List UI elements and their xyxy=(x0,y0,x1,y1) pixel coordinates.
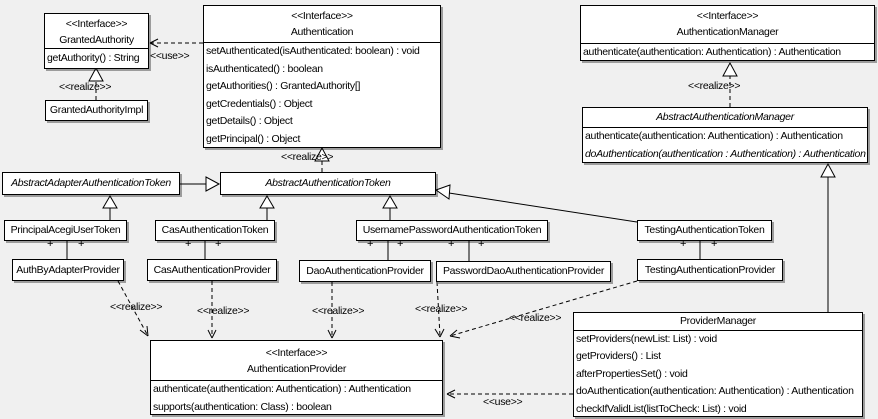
class-abstract-authentication-token: AbstractAuthenticationToken xyxy=(220,172,436,195)
class-name: AbstractAuthenticationToken xyxy=(265,177,391,189)
class-principal-acegi-user-token: PrincipalAcegiUserToken xyxy=(4,220,127,241)
method-label: supports(authentication: Class) : boolea… xyxy=(153,400,332,413)
method-label: getAuthority() : String xyxy=(47,52,140,64)
method-label: getAuthorities() : GrantedAuthority[] xyxy=(206,80,361,93)
role-plus-mark: + xyxy=(47,238,54,250)
realize-abstract-manager-authmanager xyxy=(722,61,738,107)
class-name: AbstractAdapterAuthenticationToken xyxy=(11,177,171,189)
class-name: AbstractAuthenticationManager xyxy=(656,111,794,123)
role-plus-mark: + xyxy=(215,238,222,250)
role-plus-mark: + xyxy=(448,238,455,250)
generalization-principal-to-adapter-token xyxy=(102,195,118,220)
method-label: setAuthenticated(isAuthenticated: boolea… xyxy=(206,45,420,57)
role-plus-mark: + xyxy=(185,238,192,250)
realize-dao-provider xyxy=(327,282,337,339)
class-username-password-authentication-token: UsernamePasswordAuthenticationToken xyxy=(356,220,548,241)
generalization-adapter-token-to-abstract-token xyxy=(180,176,221,192)
class-name: AuthenticationProvider xyxy=(246,363,347,375)
class-name: TestingAuthenticationProvider xyxy=(644,264,776,276)
method-label: afterPropertiesSet() : void xyxy=(576,367,688,380)
class-name: PasswordDaoAuthenticationProvider xyxy=(442,265,605,277)
generalization-testing-token-to-abstract-token xyxy=(434,184,638,223)
role-plus-mark: + xyxy=(711,238,718,250)
use-authentication-grantedauthority xyxy=(149,38,203,48)
method-label: setProviders(newList: List) : void xyxy=(576,333,717,345)
realize-authbyadapter-provider xyxy=(117,280,149,337)
stereotype-label: <<Interface>> xyxy=(291,10,353,22)
class-cas-authentication-token: CasAuthenticationToken xyxy=(155,220,275,241)
class-auth-by-adapter-provider: AuthByAdapterProvider xyxy=(12,259,124,281)
class-authentication: <<Interface>> Authentication setAuthenti… xyxy=(203,5,441,148)
realize-grantedauthorityimpl xyxy=(88,66,104,100)
class-granted-authority: <<Interface>> GrantedAuthority getAuthor… xyxy=(44,13,149,69)
role-plus-mark: + xyxy=(78,238,85,250)
class-testing-authentication-token: TestingAuthenticationToken xyxy=(637,220,772,241)
method-label: authenticate(authentication: Authenticat… xyxy=(585,130,843,142)
realize-abstract-token-authentication xyxy=(314,146,330,172)
role-plus-mark: + xyxy=(367,238,374,250)
class-name: TestingAuthenticationToken xyxy=(644,224,765,236)
stereotype-label: <<Interface>> xyxy=(65,18,128,30)
generalization-provider-manager-to-abstract-manager xyxy=(820,162,836,312)
realize-cas-provider xyxy=(207,281,217,339)
use-label: <<use>> xyxy=(150,50,190,62)
realize-label: <<realize>> xyxy=(281,151,334,163)
generalization-userpass-token-to-abstract-token xyxy=(382,195,398,220)
method-label: getProviders() : List xyxy=(576,350,661,363)
class-dao-authentication-provider: DaoAuthenticationProvider xyxy=(299,260,431,282)
method-label: authenticate(authentication: Authenticat… xyxy=(153,383,411,395)
realize-label: <<realize>> xyxy=(59,81,112,93)
class-name: AuthByAdapterProvider xyxy=(16,264,120,276)
class-abstract-authentication-manager: AbstractAuthenticationManager authentica… xyxy=(582,107,868,163)
realize-label: <<realize>> xyxy=(110,301,163,313)
class-name: CasAuthenticationToken xyxy=(161,224,269,236)
class-name: Authentication xyxy=(290,26,354,38)
class-name: DaoAuthenticationProvider xyxy=(306,265,424,277)
stereotype-label: <<Interface>> xyxy=(265,347,328,359)
class-authentication-manager: <<Interface>> AuthenticationManager auth… xyxy=(580,5,875,61)
role-plus-mark: + xyxy=(680,238,687,250)
class-name: GrantedAuthority xyxy=(59,34,134,46)
method-label: isAuthenticated() : boolean xyxy=(206,62,323,75)
method-label: doAuthentication(authentication: Authent… xyxy=(576,385,854,398)
method-label: getCredentials() : Object xyxy=(206,97,313,110)
class-name: GrantedAuthorityImpl xyxy=(49,104,144,116)
class-password-dao-authentication-provider: PasswordDaoAuthenticationProvider xyxy=(436,261,611,282)
method-label: authenticate(authentication: Authenticat… xyxy=(583,46,841,58)
class-name: AuthenticationManager xyxy=(676,26,779,38)
method-label: getDetails() : Object xyxy=(206,115,293,128)
realize-label: <<realize>> xyxy=(509,312,562,324)
realize-label: <<realize>> xyxy=(415,303,468,315)
method-label: doAuthentication(authentication : Authen… xyxy=(585,147,866,160)
class-name: ProviderManager xyxy=(679,315,757,327)
class-cas-authentication-provider: CasAuthenticationProvider xyxy=(147,259,277,281)
realize-label: <<realize>> xyxy=(312,305,365,317)
method-label: getPrincipal() : Object xyxy=(206,132,301,145)
class-authentication-provider: <<Interface>> AuthenticationProvider aut… xyxy=(150,340,443,415)
class-granted-authority-impl: GrantedAuthorityImpl xyxy=(45,100,148,121)
use-providermanager-authenticationprovider xyxy=(446,389,573,399)
use-label: <<use>> xyxy=(483,396,523,408)
class-testing-authentication-provider: TestingAuthenticationProvider xyxy=(637,259,783,281)
class-name: PrincipalAcegiUserToken xyxy=(10,224,121,236)
realize-testing-provider xyxy=(449,280,638,339)
method-label: checkIfValidList(listToCheck: List) : vo… xyxy=(576,402,747,415)
class-abstract-adapter-authentication-token: AbstractAdapterAuthenticationToken xyxy=(2,172,180,195)
class-name: CasAuthenticationProvider xyxy=(153,264,271,276)
stereotype-label: <<Interface>> xyxy=(696,10,759,22)
generalization-cas-token-to-abstract-token xyxy=(259,195,275,220)
realize-passworddao-provider xyxy=(434,281,445,338)
class-name: UsernamePasswordAuthenticationToken xyxy=(362,224,542,236)
class-provider-manager: ProviderManager setProviders(newList: Li… xyxy=(573,312,863,417)
realize-label: <<realize>> xyxy=(688,80,741,92)
realize-label: <<realize>> xyxy=(197,305,250,317)
role-plus-mark: + xyxy=(478,238,485,250)
role-plus-mark: + xyxy=(397,238,404,250)
